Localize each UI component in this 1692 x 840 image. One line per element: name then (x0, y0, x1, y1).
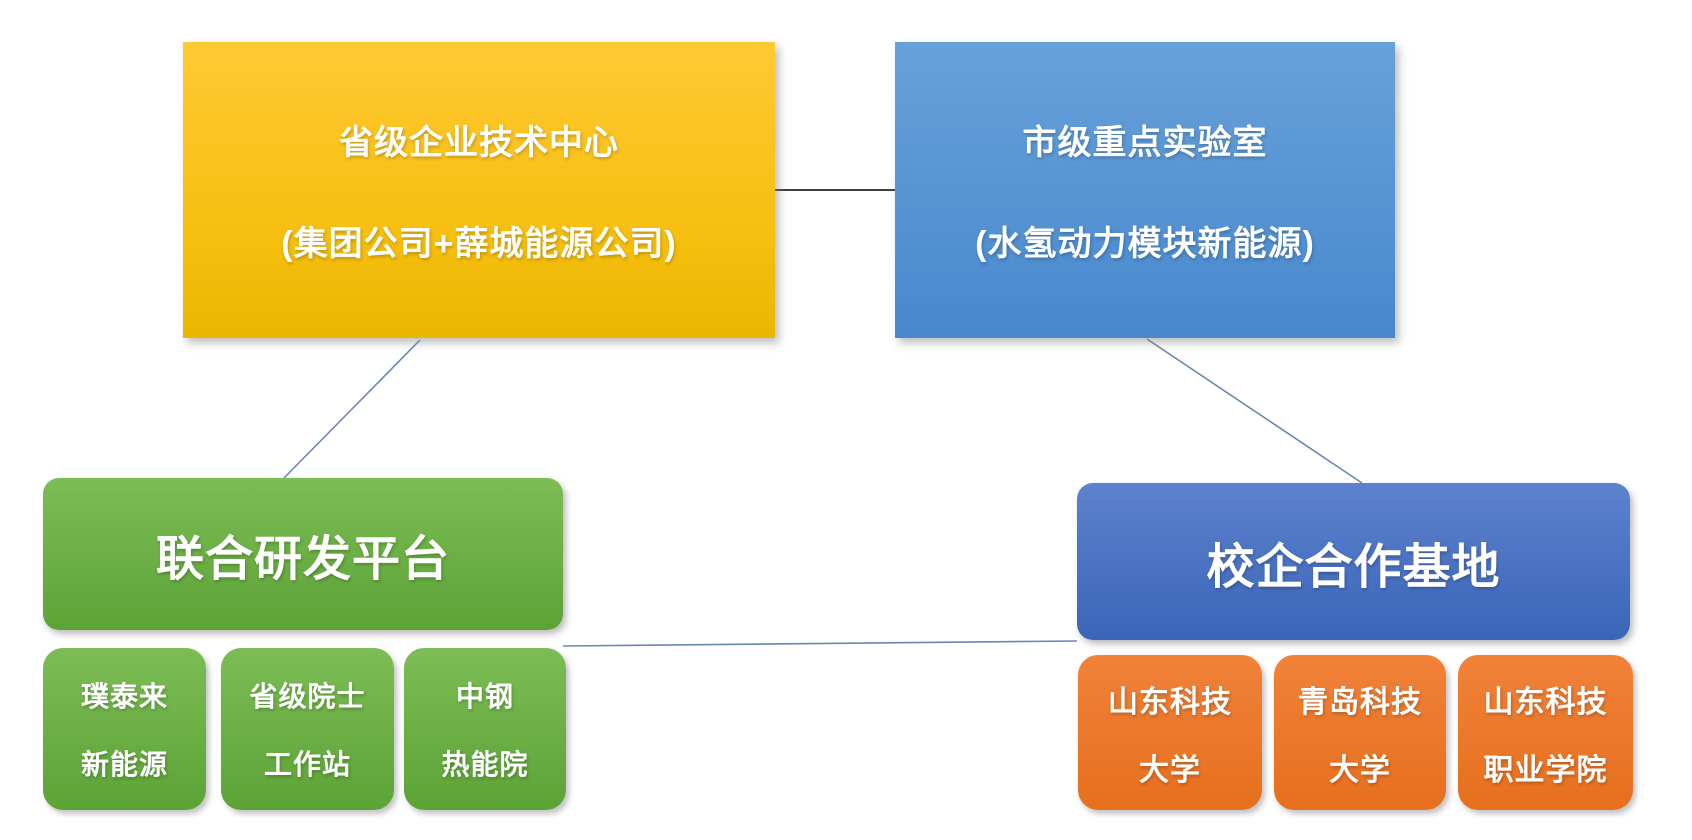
partner-name-line: 大学 (1139, 753, 1201, 787)
rd-partner-academician-workstation: 省级院士 工作站 (221, 648, 394, 810)
partner-name-line: 山东科技 (1483, 685, 1608, 719)
partner-name-line: 新能源 (80, 749, 168, 780)
partner-name-line: 省级院士 (249, 681, 366, 712)
rd-partner-putailai: 璞泰来 新能源 (43, 648, 206, 810)
node-title: 校企合作基地 (1206, 540, 1501, 594)
node-title: 联合研发平台 (155, 533, 450, 586)
partner-name-line: 青岛科技 (1298, 685, 1422, 719)
connector-provincial-to-platform (283, 339, 421, 479)
school-partner-svtc: 山东科技 职业学院 (1458, 655, 1633, 810)
node-subtitle: (集团公司+薛城能源公司) (281, 225, 677, 263)
node-title: 市级重点实验室 (1022, 124, 1268, 162)
node-subtitle: (水氢动力模块新能源) (975, 225, 1315, 263)
partner-name-line: 热能院 (441, 749, 529, 780)
school-partner-sdust: 山东科技 大学 (1078, 655, 1262, 810)
partner-name-line: 大学 (1329, 753, 1391, 787)
node-title: 省级企业技术中心 (339, 124, 619, 162)
node-provincial-enterprise-tech-center: 省级企业技术中心 (集团公司+薛城能源公司) (183, 42, 775, 338)
connector-platform-to-base (562, 640, 1078, 647)
connector-municipal-to-base (1146, 338, 1363, 484)
partner-name-line: 职业学院 (1483, 753, 1608, 787)
partner-name-line: 璞泰来 (80, 681, 168, 712)
node-joint-rd-platform: 联合研发平台 (43, 478, 563, 630)
partner-name-line: 中钢 (455, 681, 514, 712)
partner-name-line: 工作站 (263, 749, 351, 780)
node-municipal-key-lab: 市级重点实验室 (水氢动力模块新能源) (895, 42, 1395, 338)
school-partner-qust: 青岛科技 大学 (1274, 655, 1446, 810)
partner-name-line: 山东科技 (1108, 685, 1232, 719)
node-school-enterprise-base: 校企合作基地 (1077, 483, 1630, 640)
rd-partner-sinosteel-thermal: 中钢 热能院 (404, 648, 566, 810)
